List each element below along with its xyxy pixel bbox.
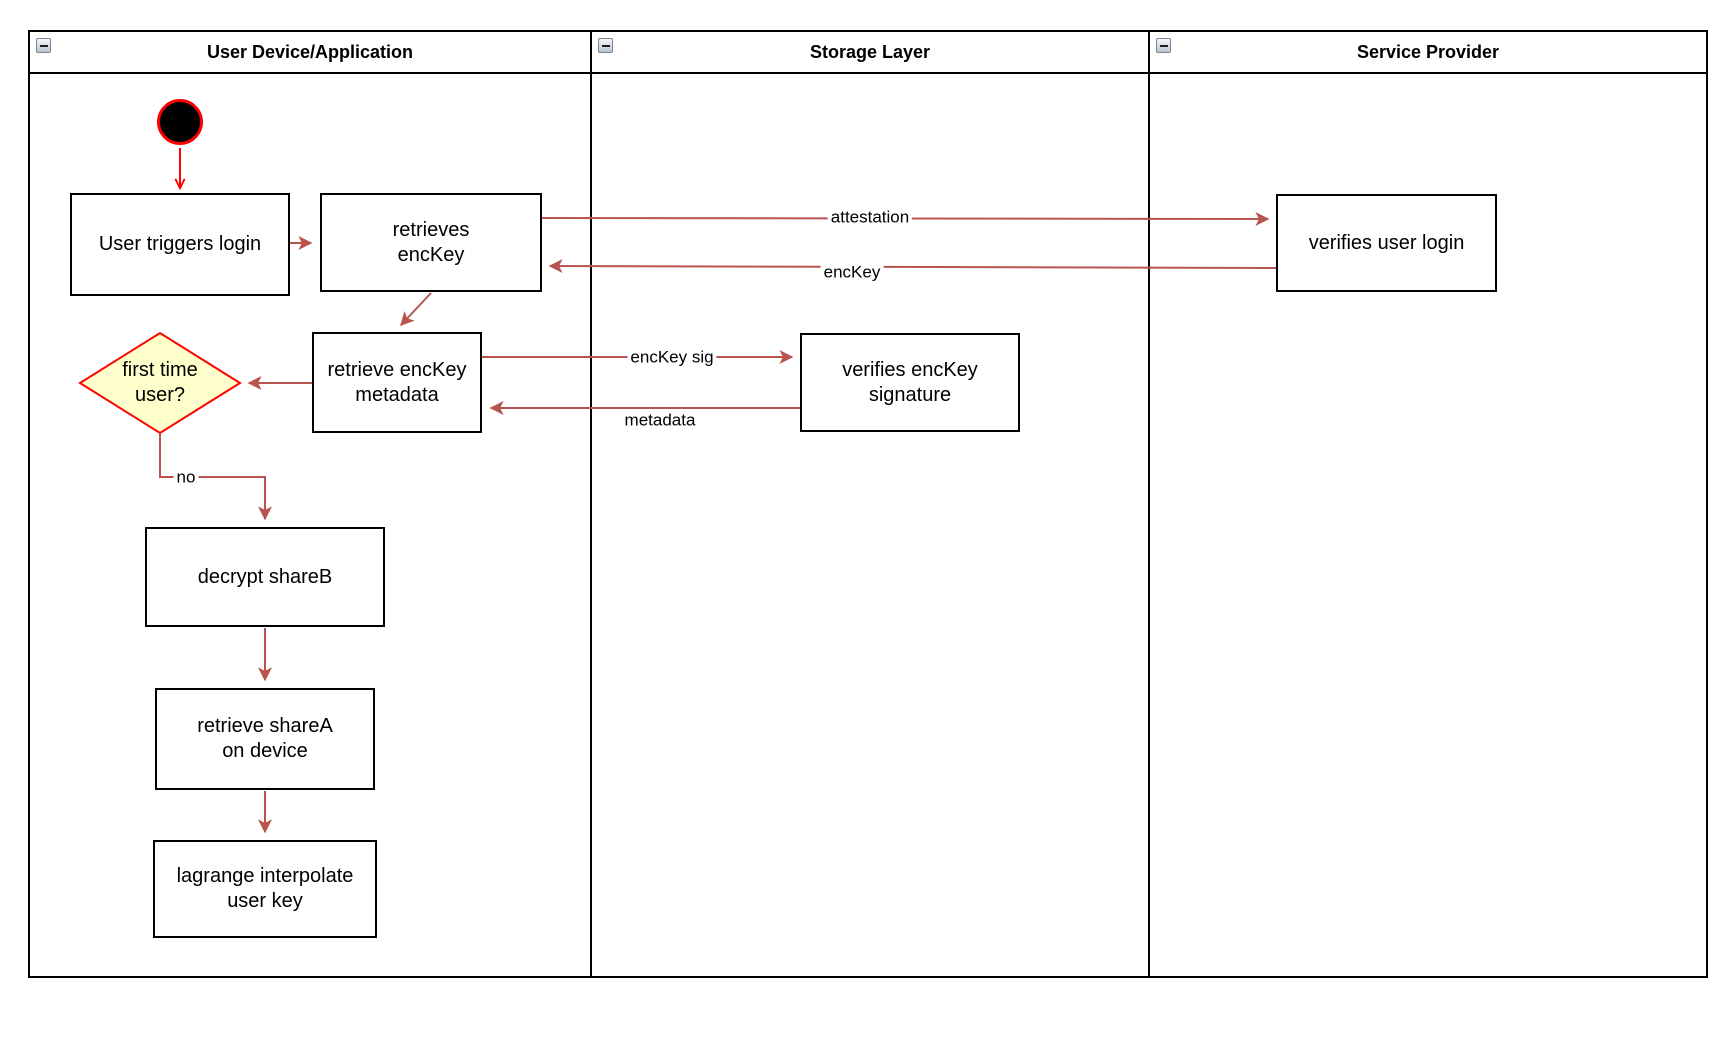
minus-icon bbox=[601, 44, 610, 47]
minus-icon bbox=[1159, 44, 1168, 47]
activity-retrieves-enckey[interactable]: retrieves encKey bbox=[320, 193, 542, 292]
activity-user-triggers-login[interactable]: User triggers login bbox=[70, 193, 290, 296]
lane-title: Storage Layer bbox=[809, 41, 931, 62]
lane-service-provider: Service Provider bbox=[1148, 32, 1706, 976]
lane-title: Service Provider bbox=[1356, 41, 1500, 62]
activity-retrieve-enckey-metadata[interactable]: retrieve encKey metadata bbox=[312, 332, 482, 433]
activity-decrypt-shareb[interactable]: decrypt shareB bbox=[145, 527, 385, 627]
activity-verifies-enckey-signature[interactable]: verifies encKey signature bbox=[800, 333, 1020, 432]
initial-node[interactable] bbox=[157, 99, 203, 145]
edge-label-no: no bbox=[173, 468, 199, 486]
lane-user-device: User Device/Application bbox=[30, 32, 590, 976]
collapse-lane-icon[interactable] bbox=[36, 38, 51, 53]
activity-lagrange-interpolate-user-key[interactable]: lagrange interpolate user key bbox=[153, 840, 377, 938]
decision-label-first-time-user: first time user? bbox=[122, 359, 198, 406]
edge-label-enckey-sig: encKey sig bbox=[627, 348, 717, 366]
swimlane-pool: User Device/Application Storage Layer Se… bbox=[28, 30, 1708, 978]
collapse-lane-icon[interactable] bbox=[1156, 38, 1171, 53]
activity-retrieve-sharea-on-device[interactable]: retrieve shareA on device bbox=[155, 688, 375, 790]
edge-label-metadata: metadata bbox=[621, 411, 699, 429]
activity-verifies-user-login[interactable]: verifies user login bbox=[1276, 194, 1497, 292]
lane-title: User Device/Application bbox=[206, 41, 414, 62]
edge-label-enckey: encKey bbox=[820, 263, 884, 281]
lane-header-storage-layer: Storage Layer bbox=[592, 32, 1148, 74]
edge-label-attestation: attestation bbox=[827, 208, 913, 226]
lane-header-user-device: User Device/Application bbox=[30, 32, 590, 74]
minus-icon bbox=[39, 44, 48, 47]
collapse-lane-icon[interactable] bbox=[598, 38, 613, 53]
lane-storage-layer: Storage Layer bbox=[590, 32, 1148, 976]
lane-header-service-provider: Service Provider bbox=[1150, 32, 1706, 74]
